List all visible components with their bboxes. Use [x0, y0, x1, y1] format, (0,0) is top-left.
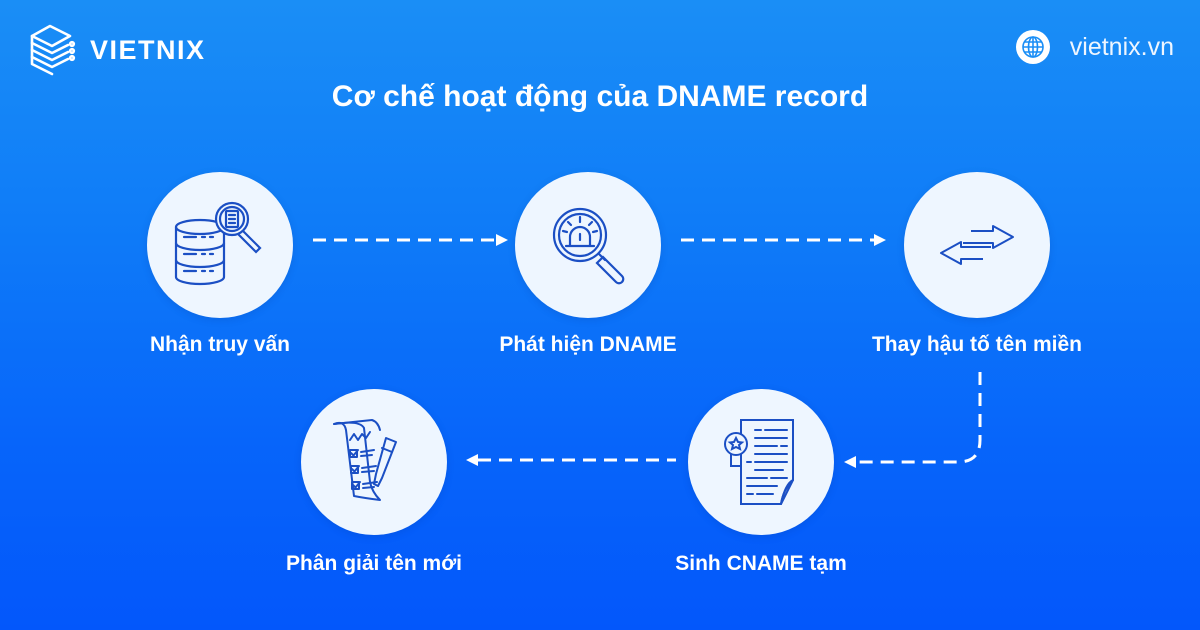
globe-icon — [1015, 30, 1050, 64]
step-node-2 — [515, 172, 661, 318]
connector-arrow-1-2 — [313, 234, 508, 246]
connector-arrow-2-3 — [681, 234, 886, 246]
checklist-pen-icon — [333, 419, 397, 501]
step-node-3 — [904, 172, 1050, 318]
logo-text: VIETNIX — [90, 34, 206, 65]
brand-logo[interactable]: VIETNIX — [28, 22, 206, 78]
step-node-5 — [301, 389, 447, 535]
page-title: Cơ chế hoạt động của DNAME record — [331, 80, 869, 113]
step-label-3: Thay hậu tố tên miền — [871, 333, 1083, 356]
connector-arrow-4-5 — [466, 454, 676, 466]
step-node-4 — [688, 389, 834, 535]
server-stack-icon — [30, 24, 76, 76]
database-search-icon — [174, 201, 262, 286]
step-label-4: Sinh CNAME tạm — [675, 552, 847, 575]
site-url: vietnix.vn — [1069, 32, 1174, 61]
step-label-2: Phát hiện DNAME — [499, 333, 677, 356]
step-label-1: Nhận truy vấn — [149, 333, 291, 356]
certificate-document-icon — [724, 419, 794, 505]
step-label-5: Phân giải tên mới — [286, 552, 462, 575]
step-node-1 — [147, 172, 293, 318]
alarm-magnifier-icon — [552, 207, 625, 285]
connector-arrow-3-4 — [844, 372, 982, 468]
site-link[interactable]: vietnix.vn — [1015, 30, 1174, 64]
swap-arrows-icon — [940, 225, 1014, 265]
